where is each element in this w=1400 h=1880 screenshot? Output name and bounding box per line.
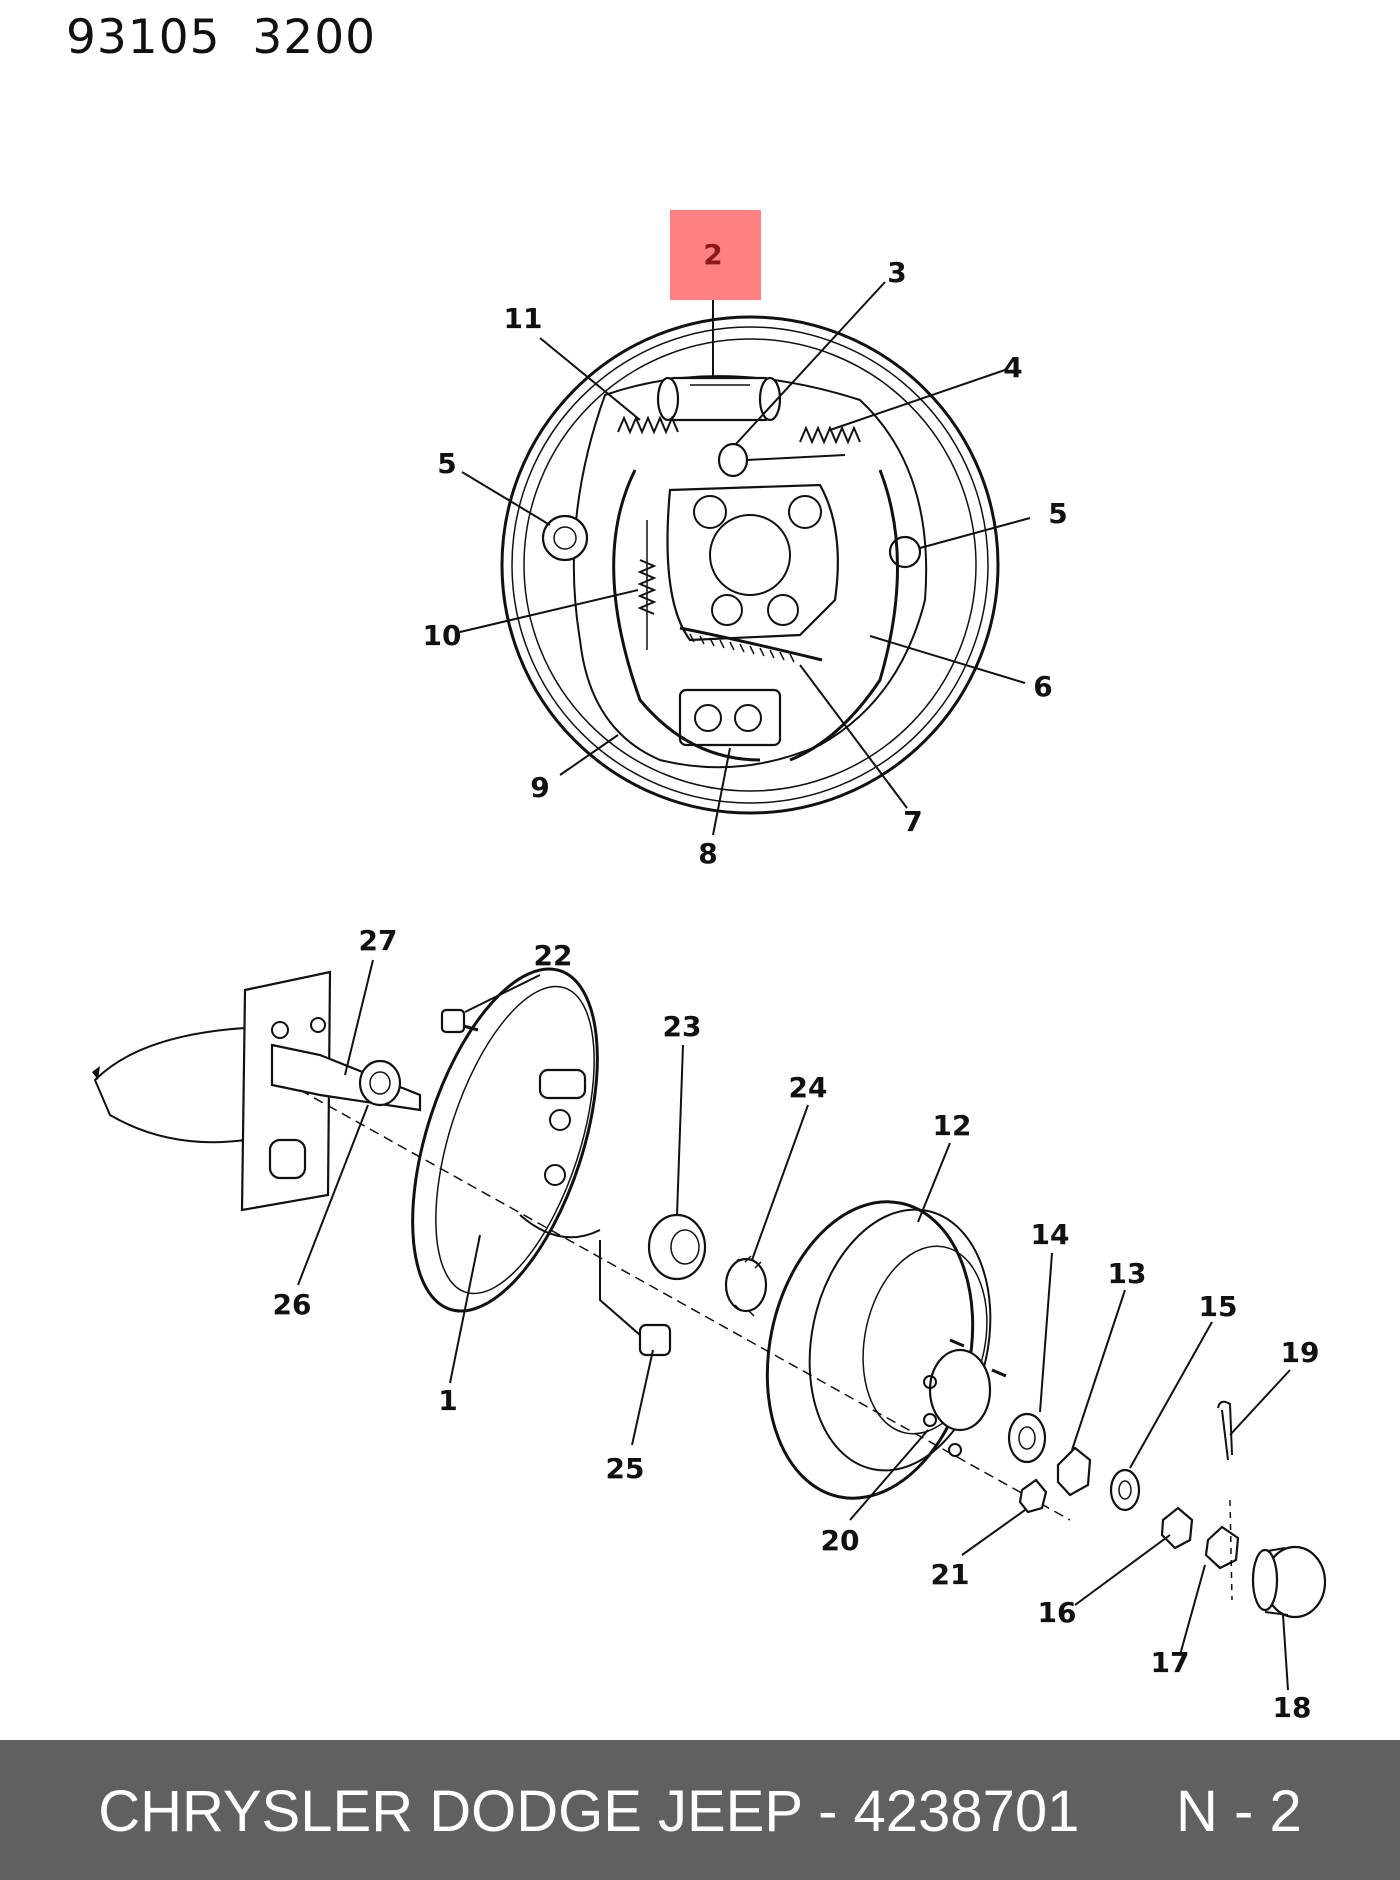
callout-19: 19 — [1281, 1336, 1320, 1369]
brand-part-number: CHRYSLER DODGE JEEP - 4238701 — [98, 1779, 1080, 1844]
footer-bar: CHRYSLER DODGE JEEP - 4238701 N - 2 — [0, 1740, 1400, 1880]
highlight-marker — [670, 210, 761, 300]
callout-4: 4 — [1003, 351, 1022, 384]
exploded-axle-assembly — [92, 959, 1327, 1691]
callout-5-right: 5 — [1048, 497, 1067, 530]
footer-caption: CHRYSLER DODGE JEEP - 4238701 N - 2 — [0, 1778, 1400, 1845]
callout-2: 2 — [703, 238, 722, 271]
callout-20: 20 — [821, 1524, 860, 1557]
brake-assembly-top-view — [459, 268, 1031, 836]
callout-25: 25 — [606, 1452, 645, 1485]
callout-10: 10 — [423, 619, 462, 652]
callout-17: 17 — [1151, 1646, 1190, 1679]
callout-12: 12 — [933, 1109, 972, 1142]
callout-labels: 2 3 4 5 5 6 7 8 9 10 11 27 22 23 24 12 1… — [273, 238, 1320, 1724]
callout-21: 21 — [931, 1558, 970, 1591]
callout-14: 14 — [1031, 1218, 1070, 1251]
callout-7: 7 — [903, 805, 922, 838]
callout-22: 22 — [534, 939, 573, 972]
callout-6: 6 — [1033, 670, 1052, 703]
diagram-code: 93105 3200 — [66, 10, 377, 65]
callout-16: 16 — [1038, 1596, 1077, 1629]
exploded-parts-diagram: 2 3 4 5 5 6 7 8 9 10 11 27 22 23 24 12 1… — [92, 210, 1327, 1724]
callout-15: 15 — [1199, 1290, 1238, 1323]
callout-11: 11 — [504, 302, 543, 335]
callout-3: 3 — [887, 256, 906, 289]
callout-9: 9 — [530, 771, 549, 804]
callout-26: 26 — [273, 1288, 312, 1321]
callout-27: 27 — [359, 924, 398, 957]
callout-13: 13 — [1108, 1257, 1147, 1290]
callout-1: 1 — [438, 1384, 457, 1417]
callout-24: 24 — [789, 1071, 828, 1104]
page-reference: N - 2 — [1176, 1779, 1302, 1844]
callout-18: 18 — [1273, 1691, 1312, 1724]
callout-23: 23 — [663, 1010, 702, 1043]
callout-5-left: 5 — [437, 447, 456, 480]
callout-8: 8 — [698, 837, 717, 870]
